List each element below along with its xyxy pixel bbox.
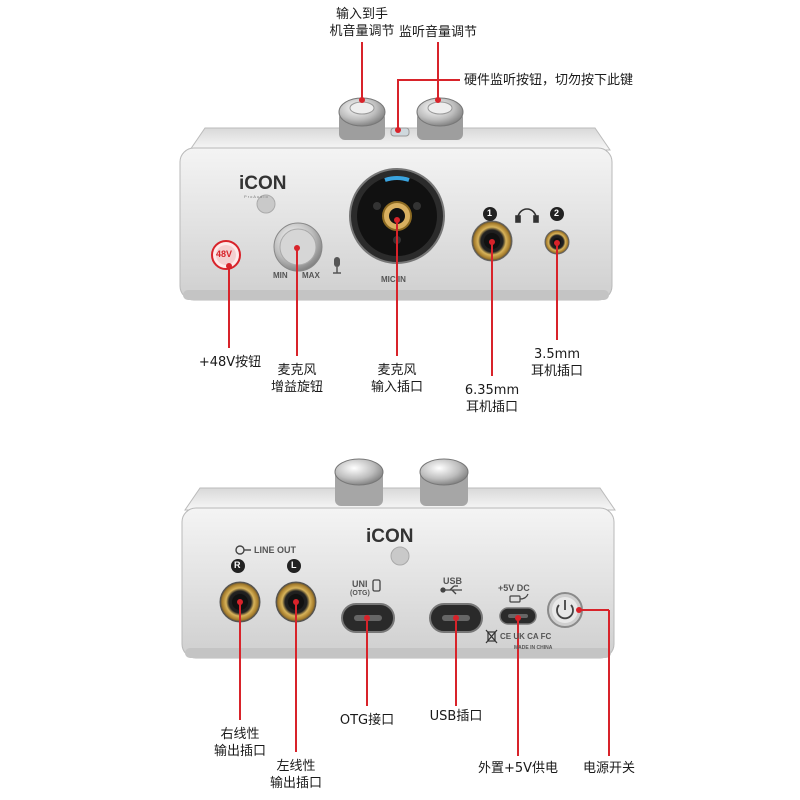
dc-label: +5V DC bbox=[498, 583, 530, 593]
dc-plug-icon bbox=[509, 593, 529, 603]
front-brand-sub: P r o A u d i o bbox=[244, 194, 268, 199]
recycle-bin-icon bbox=[485, 629, 498, 644]
power-icon bbox=[556, 600, 574, 620]
front-grille bbox=[256, 194, 276, 214]
phone-volume-label: 输入到手 机音量调节 bbox=[329, 7, 395, 39]
back-grille bbox=[390, 546, 410, 566]
front-brand-logo: iCON bbox=[239, 173, 287, 194]
phantom-48v-button[interactable] bbox=[211, 240, 241, 270]
power-switch-label: 电源开关 bbox=[582, 761, 635, 776]
dc-power-label: 外置+5V供电 bbox=[477, 761, 559, 776]
uni-label: UNI bbox=[352, 579, 368, 589]
usb-icon bbox=[440, 585, 462, 595]
r-channel-label: R bbox=[234, 560, 241, 570]
gain-max-label: MAX bbox=[302, 271, 320, 280]
usb-port-label: USB插口 bbox=[429, 709, 483, 724]
back-brand-logo: iCON bbox=[366, 526, 414, 547]
phone-icon bbox=[372, 579, 381, 592]
headphone-number-1: 1 bbox=[487, 208, 493, 218]
jack-35-label: 3.5mm 耳机插口 bbox=[530, 347, 583, 379]
power-switch[interactable] bbox=[547, 592, 583, 628]
right-line-out-label: 右线性 输出插口 bbox=[213, 727, 266, 759]
phone-volume-knob[interactable] bbox=[338, 97, 386, 140]
mic-in-label: MIC IN bbox=[381, 275, 406, 284]
gain-min-label: MIN bbox=[273, 271, 288, 280]
left-line-out-label: 左线性 输出插口 bbox=[269, 759, 322, 791]
back-device bbox=[181, 458, 616, 659]
callout-lines bbox=[226, 42, 610, 756]
monitor-volume-label: 监听音量调节 bbox=[398, 25, 477, 40]
headphone-number-2: 2 bbox=[554, 208, 560, 218]
back-knob-right bbox=[419, 458, 469, 506]
monitor-button-label: 硬件监听按钮，切勿按下此键 bbox=[464, 73, 634, 88]
cert-marks: CE UK CA FC bbox=[500, 632, 552, 641]
phantom-button-label: +48V按钮 bbox=[198, 355, 262, 370]
line-out-label: LINE OUT bbox=[254, 545, 296, 555]
microphone-icon bbox=[333, 257, 341, 274]
l-channel-label: L bbox=[291, 560, 297, 570]
otg-small-label: (OTG) bbox=[350, 590, 370, 597]
otg-port-label: OTG接口 bbox=[339, 713, 395, 728]
monitor-volume-knob[interactable] bbox=[416, 97, 464, 140]
button-48v-label: 48V bbox=[216, 249, 233, 259]
mic-input-jack[interactable] bbox=[349, 168, 445, 264]
made-in-label: MADE IN CHINA bbox=[514, 645, 553, 651]
back-knob-left bbox=[334, 458, 384, 506]
jack-635-label: 6.35mm 耳机插口 bbox=[464, 383, 520, 415]
mic-input-label: 麦克风 输入插口 bbox=[370, 363, 423, 395]
usb-label: USB bbox=[443, 576, 463, 586]
line-out-icon bbox=[235, 545, 251, 555]
mic-gain-label: 麦克风 增益旋钮 bbox=[270, 363, 323, 395]
headphone-icon bbox=[515, 208, 539, 223]
